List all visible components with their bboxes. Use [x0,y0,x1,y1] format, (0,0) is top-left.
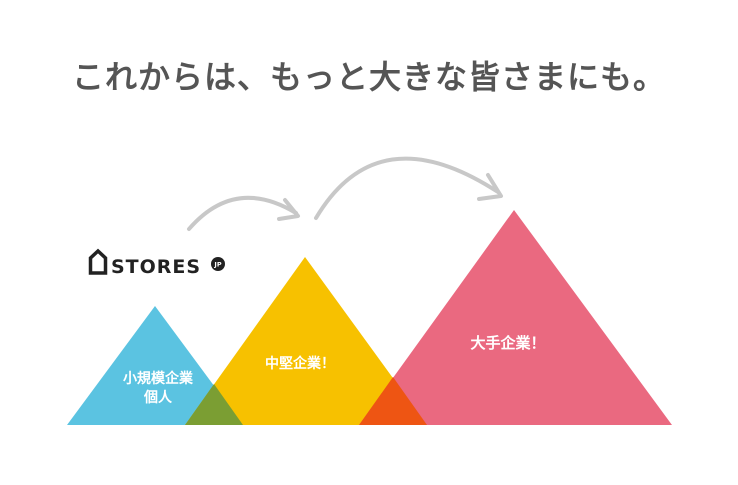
arrowhead-medium-to-large [477,173,503,201]
overlap-small-mid [185,384,243,425]
small-business-label-line2: 個人 [143,389,173,406]
triangle-small-business [67,306,243,425]
logo-jp-label: JP [213,261,221,269]
logo-jp-badge [211,257,225,271]
triangle-mid-size-business [185,257,427,425]
overlap-mid-large [359,377,427,425]
arrow-small-to-medium [187,195,298,231]
arrowhead-small-to-medium [277,198,300,221]
headline: これからは、もっと大きな皆さまにも。 [71,58,666,96]
mid-size-business-label: 中堅企業！ [265,355,335,372]
arrow-medium-to-large [314,156,500,220]
growth-arrows [187,156,503,231]
small-business-label-line1: 小規模企業 [123,370,194,387]
house-outline-icon [88,248,108,275]
stores-logo: STORES JP [88,248,225,278]
logo-name: STORES [111,256,201,278]
large-enterprise-label: 大手企業！ [470,334,545,352]
triangle-large-enterprise [359,210,672,425]
